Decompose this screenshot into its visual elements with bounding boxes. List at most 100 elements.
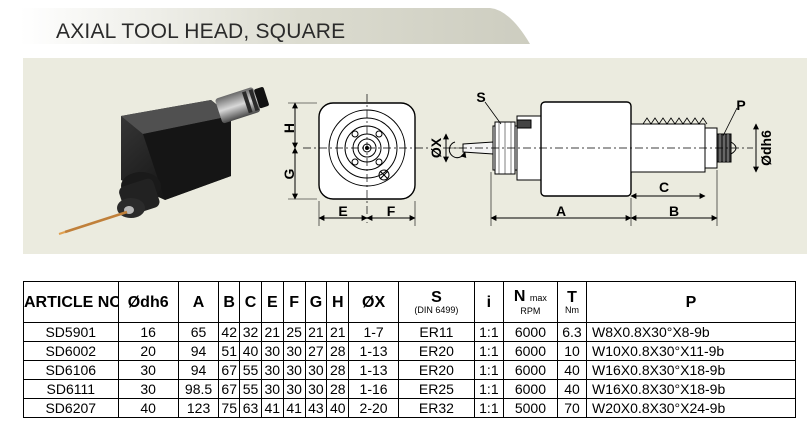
- front-view-drawing: [288, 94, 431, 226]
- dim-label-s: S: [476, 89, 485, 105]
- header-n-max: max: [529, 292, 547, 303]
- cell-c: 40: [239, 341, 262, 361]
- cell-c: 55: [239, 379, 262, 399]
- dim-label-c: C: [659, 179, 669, 195]
- dim-label-ox: ØX: [428, 137, 444, 158]
- cell-ox: 1-13: [348, 341, 399, 361]
- header-c: C: [239, 281, 262, 323]
- cell-b: 75: [218, 398, 241, 418]
- cell-n: 6000: [502, 379, 558, 399]
- cell-n: 6000: [502, 322, 558, 342]
- cell-a: 94: [177, 341, 220, 361]
- cell-t: 40: [556, 360, 588, 380]
- dim-label-a: A: [556, 203, 566, 219]
- cell-odh6: 30: [117, 360, 179, 380]
- cell-c: 55: [239, 360, 262, 380]
- cell-odh6: 16: [117, 322, 179, 342]
- table-header-row: ARTICLE NO. Ødh6 A B C E F G H ØX S (DIN…: [23, 281, 796, 323]
- header-ox: ØX: [348, 281, 399, 323]
- header-e: E: [260, 281, 284, 323]
- cell-g: 43: [304, 398, 328, 418]
- header-article: ARTICLE NO.: [23, 281, 119, 323]
- header-a: A: [177, 281, 220, 323]
- dim-label-p: P: [736, 97, 745, 113]
- cell-article: SD6111: [23, 379, 119, 399]
- cell-h: 40: [326, 398, 350, 418]
- cell-b: 67: [218, 379, 241, 399]
- header-i: i: [473, 281, 504, 323]
- header-t-sub: Nm: [564, 304, 579, 315]
- header-f: F: [282, 281, 306, 323]
- cell-article: SD6207: [23, 398, 119, 418]
- cell-p: W20X0.8X30°X24-9b: [586, 398, 796, 418]
- header-n-label: N: [513, 287, 526, 305]
- cell-a: 123: [177, 398, 220, 418]
- cell-e: 30: [260, 379, 284, 399]
- cell-odh6: 30: [117, 379, 179, 399]
- header-n-sub: RPM: [520, 305, 541, 316]
- header-s-label: S: [431, 288, 442, 306]
- cell-h: 21: [326, 322, 350, 342]
- cell-e: 30: [260, 360, 284, 380]
- cell-p: W10X0.8X30°X11-9b: [586, 341, 796, 361]
- header-s-sub: (DIN 6499): [414, 304, 459, 315]
- cell-t: 6.3: [556, 322, 588, 342]
- cell-b: 67: [218, 360, 241, 380]
- cell-h: 28: [326, 379, 350, 399]
- cell-a: 65: [177, 322, 220, 342]
- cell-g: 30: [304, 360, 328, 380]
- header-odh6: Ødh6: [117, 281, 179, 323]
- cell-h: 28: [326, 341, 350, 361]
- dim-label-f: F: [387, 203, 396, 219]
- cell-c: 32: [239, 322, 262, 342]
- cell-s: ER32: [398, 398, 475, 418]
- cell-f: 41: [282, 398, 306, 418]
- cell-ox: 1-13: [348, 360, 399, 380]
- cell-f: 30: [282, 341, 306, 361]
- cell-g: 27: [304, 341, 328, 361]
- cell-e: 41: [260, 398, 284, 418]
- cell-t: 40: [556, 379, 588, 399]
- cell-ox: 2-20: [348, 398, 399, 418]
- cell-i: 1:1: [473, 379, 504, 399]
- cell-g: 21: [304, 322, 328, 342]
- cell-i: 1:1: [473, 360, 504, 380]
- header-s: S (DIN 6499): [398, 281, 475, 323]
- cell-p: W16X0.8X30°X18-9b: [586, 379, 796, 399]
- dim-label-h: H: [281, 123, 297, 133]
- cell-f: 30: [282, 360, 306, 380]
- cell-p: W8X0.8X30°X8-9b: [586, 322, 796, 342]
- header-h: H: [326, 281, 350, 323]
- header-p: P: [586, 281, 796, 323]
- cell-e: 21: [260, 322, 284, 342]
- cell-s: ER11: [398, 322, 475, 342]
- cell-n: 5000: [502, 398, 558, 418]
- cell-e: 30: [260, 341, 284, 361]
- cell-f: 30: [282, 379, 306, 399]
- cell-n: 6000: [502, 341, 558, 361]
- side-view-drawing: [443, 101, 759, 226]
- cell-article: SD6106: [23, 360, 119, 380]
- cell-b: 51: [218, 341, 241, 361]
- cell-h: 28: [326, 360, 350, 380]
- cell-p: W16X0.8X30°X18-9b: [586, 360, 796, 380]
- cell-article: SD6002: [23, 341, 119, 361]
- cell-t: 10: [556, 341, 588, 361]
- header-t-label: T: [567, 288, 577, 306]
- header-g: G: [304, 281, 328, 323]
- cell-b: 42: [218, 322, 241, 342]
- title-banner: AXIAL TOOL HEAD, SQUARE: [20, 6, 530, 46]
- spec-table: ARTICLE NO. Ødh6 A B C E F G H ØX S (DIN…: [23, 281, 796, 418]
- dim-label-e: E: [338, 203, 347, 219]
- cell-ox: 1-16: [348, 379, 399, 399]
- cell-article: SD5901: [23, 322, 119, 342]
- cell-s: ER20: [398, 341, 475, 361]
- page-title: AXIAL TOOL HEAD, SQUARE: [56, 20, 346, 43]
- header-b: B: [218, 281, 241, 323]
- cell-a: 94: [177, 360, 220, 380]
- cell-s: ER25: [398, 379, 475, 399]
